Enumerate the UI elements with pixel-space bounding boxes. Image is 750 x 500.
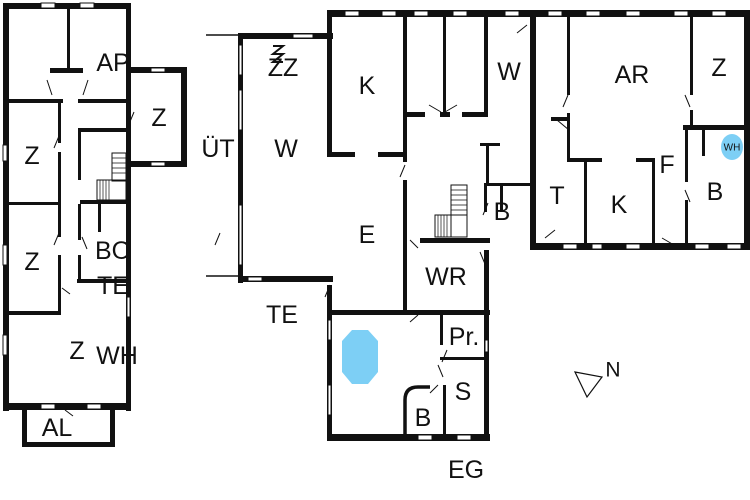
stairs-icon xyxy=(96,152,127,201)
upper-floor-labels: AP Z Z Z BO TE Z WH AL xyxy=(24,49,166,442)
room-label-wh-upper: WH xyxy=(96,342,138,370)
room-label-b-small: B xyxy=(494,198,511,226)
room-label-ut: ÜT xyxy=(201,135,234,163)
water-heater-icon xyxy=(721,134,743,160)
room-label-f: F xyxy=(659,151,674,179)
room-label-s: S xyxy=(455,378,472,406)
room-label-ar: AR xyxy=(615,61,650,89)
room-label-w-room: W xyxy=(497,58,521,86)
compass-arrow-icon xyxy=(573,371,604,399)
room-label-z-left-top: Z xyxy=(24,142,39,170)
room-label-z-right: Z xyxy=(711,54,726,82)
room-label-z-bottom: Z xyxy=(69,337,84,365)
room-label-pr: Pr. xyxy=(449,323,480,351)
ground-floor-walls xyxy=(206,10,750,441)
ground-floor-labels: ZZ ÜT W K E W B WR TE Pr. S B AR Z WH F … xyxy=(201,54,740,484)
room-label-te-upper: TE xyxy=(97,272,129,300)
stairs-icon xyxy=(434,184,468,238)
room-label-z-ext: Z xyxy=(151,104,166,132)
room-label-b-bath: B xyxy=(415,404,432,432)
room-label-k-right: K xyxy=(611,191,628,219)
floor-label: EG xyxy=(448,456,484,484)
room-label-t: T xyxy=(549,182,564,210)
room-label-b-right: B xyxy=(707,178,724,206)
room-label-wr: WR xyxy=(425,263,467,291)
room-label-z-left-mid: Z xyxy=(24,248,39,276)
fireplace-icon xyxy=(270,45,286,63)
room-label-k-top: K xyxy=(359,72,376,100)
room-label-ap: AP xyxy=(96,49,129,77)
compass: N xyxy=(573,359,621,399)
pool-icon xyxy=(342,330,378,384)
room-label-te: TE xyxy=(266,301,298,329)
room-label-e: E xyxy=(359,221,376,249)
room-label-zz: ZZ xyxy=(268,54,299,82)
room-label-wh: WH xyxy=(724,143,741,154)
room-label-bo: BO xyxy=(95,237,131,265)
room-label-al: AL xyxy=(42,414,73,442)
compass-label: N xyxy=(605,359,620,382)
room-label-w-living: W xyxy=(274,135,298,163)
upper-floor-walls xyxy=(2,2,187,447)
